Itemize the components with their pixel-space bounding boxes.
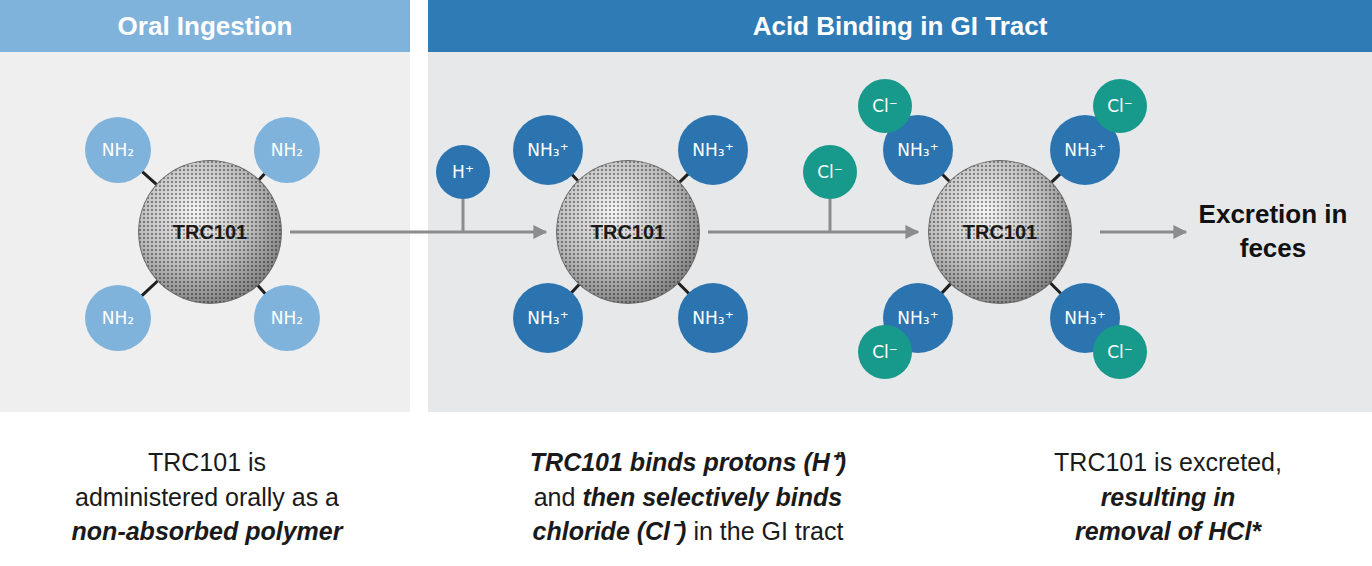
node-text: Cl⁻	[1107, 96, 1133, 116]
caption-text: in the GI tract	[693, 517, 843, 545]
node-text: TRC101	[591, 221, 665, 244]
bond-line	[679, 174, 688, 183]
node-text: Cl⁻	[872, 342, 898, 362]
amine-group: NH₂	[254, 285, 320, 351]
ammonium-group: NH₃⁺	[678, 115, 748, 185]
node-text: NH₃⁺	[692, 308, 733, 328]
node-text: NH₃⁺	[692, 140, 733, 160]
header-band: Oral Ingestion	[0, 0, 410, 52]
step-caption: TRC101 is administered orally as a non-abs…	[72, 445, 343, 549]
polymer-sphere: TRC101	[556, 160, 700, 304]
node-text: NH₂	[102, 140, 134, 160]
ammonium-group: NH₃⁺	[678, 283, 748, 353]
polymer-sphere: TRC101	[928, 160, 1072, 304]
node-text: H⁺	[452, 162, 474, 182]
caption-text: TRC101 is	[148, 448, 266, 476]
caption-line: non-absorbed polymer	[72, 514, 343, 549]
bond-line	[1050, 283, 1061, 294]
excretion-arrow	[1100, 231, 1186, 234]
chloride-tick	[829, 199, 832, 232]
bond-line	[142, 171, 157, 185]
node-text: Oral Ingestion	[118, 11, 293, 42]
caption-line: resulting in	[1054, 480, 1282, 515]
node-text: NH₂	[271, 140, 303, 160]
outcome-label: Excretion in feces	[1188, 197, 1358, 265]
amine-group: NH₂	[254, 117, 320, 183]
node-text: Cl⁻	[1107, 342, 1133, 362]
caption-line: TRC101 is	[72, 445, 343, 480]
caption-line: removal of HCl*	[1054, 514, 1282, 549]
chloride-ion: Cl⁻	[1093, 325, 1147, 379]
node-text: NH₂	[271, 308, 303, 328]
node-text: NH₂	[102, 308, 134, 328]
caption-text: TRC101 binds protons (H⁺)	[530, 448, 846, 476]
chloride-ion: Cl⁻	[1093, 79, 1147, 133]
node-text: NH₃⁺	[1064, 140, 1105, 160]
node-text: TRC101	[963, 221, 1037, 244]
node-text: NH₃⁺	[1064, 308, 1105, 328]
node-text: Cl⁻	[872, 96, 898, 116]
reaction-arrow	[290, 231, 546, 234]
bond-line	[141, 281, 158, 297]
caption-text: administered orally as a	[75, 483, 339, 511]
caption-line: andthen selectively binds	[530, 480, 846, 515]
polymer-sphere: TRC101	[138, 160, 282, 304]
caption-text: TRC101 is excreted,	[1054, 448, 1282, 476]
caption-line: chloride (Cl⁻)in the GI tract	[530, 514, 846, 549]
caption-text: and	[534, 483, 576, 511]
caption-line: TRC101 binds protons (H⁺)	[530, 445, 846, 480]
chloride-ion: Cl⁻	[858, 325, 912, 379]
node-text: Acid Binding in GI Tract	[753, 11, 1048, 42]
reaction-arrow	[708, 231, 918, 234]
bond-line	[1051, 174, 1060, 183]
node-text: NH₃⁺	[527, 308, 568, 328]
node-text: NH₃⁺	[527, 140, 568, 160]
caption-line: TRC101 is excreted,	[1054, 445, 1282, 480]
proton-tick	[462, 199, 465, 232]
proton-ion: H⁺	[436, 145, 490, 199]
node-text: TRC101	[173, 221, 247, 244]
node-text: Cl⁻	[817, 162, 843, 182]
bond-line	[678, 283, 689, 294]
amine-group: NH₂	[85, 285, 151, 351]
caption-text: resulting in	[1101, 483, 1236, 511]
caption-text: chloride (Cl⁻)	[533, 517, 687, 545]
caption-line: administered orally as a	[72, 480, 343, 515]
step-caption: TRC101 is excreted, resulting in removal o…	[1054, 445, 1282, 549]
caption-text: non-absorbed polymer	[72, 517, 343, 545]
chloride-ion: Cl⁻	[803, 145, 857, 199]
node-text: NH₃⁺	[897, 140, 938, 160]
ammonium-group: NH₃⁺	[513, 115, 583, 185]
step-caption: TRC101 binds protons (H⁺) andthen selecti…	[530, 445, 846, 549]
caption-text: then selectively binds	[582, 483, 842, 511]
amine-group: NH₂	[85, 117, 151, 183]
node-text: NH₃⁺	[897, 308, 938, 328]
bond-line	[942, 283, 952, 293]
ammonium-group: NH₃⁺	[513, 283, 583, 353]
caption-text: removal of HCl*	[1075, 517, 1261, 545]
chloride-ion: Cl⁻	[858, 79, 912, 133]
bond-line	[571, 284, 579, 293]
header-band: Acid Binding in GI Tract	[428, 0, 1372, 52]
